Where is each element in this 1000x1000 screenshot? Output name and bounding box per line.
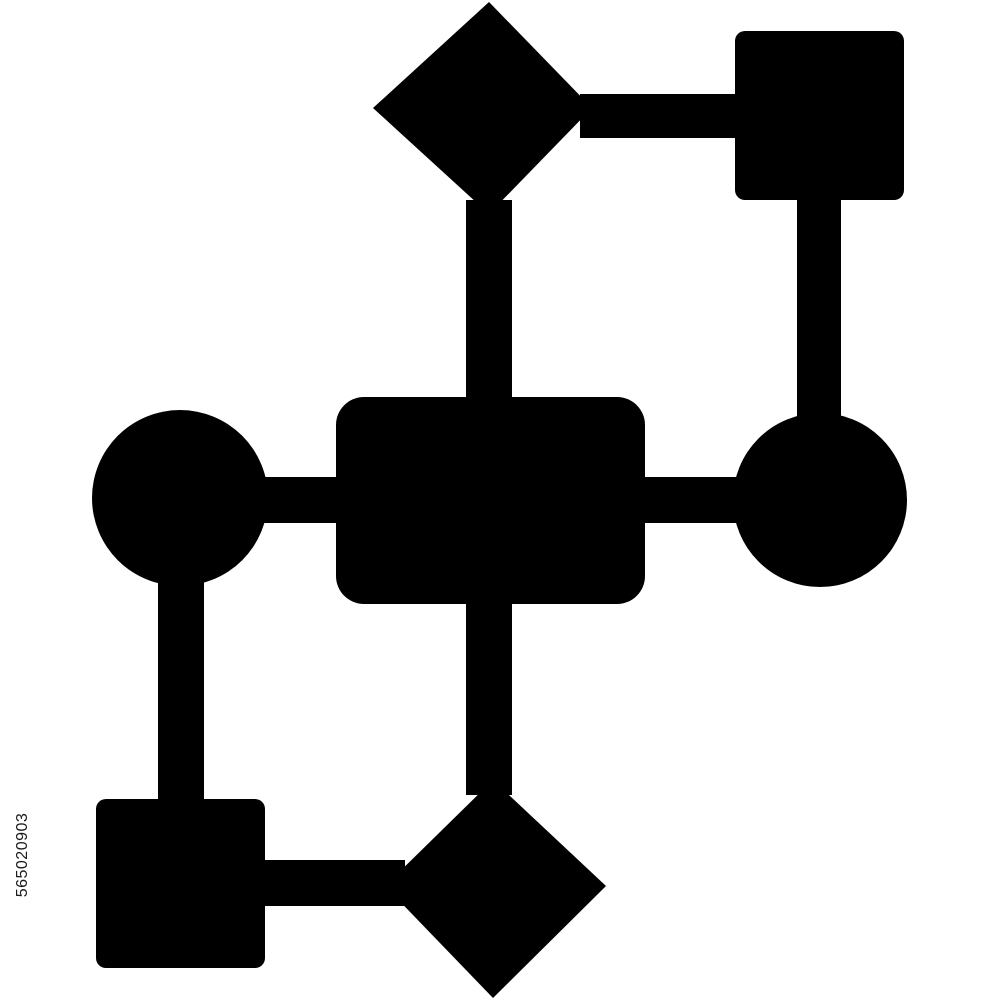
- connector-top: [580, 94, 745, 138]
- icon-shapes: [92, 2, 907, 998]
- square-top-right: [735, 31, 904, 200]
- diamond-bottom: [385, 780, 606, 998]
- connector-left-horizontal: [255, 477, 345, 523]
- connector-right-vertical: [797, 190, 841, 430]
- connector-top-diamond-down: [466, 200, 512, 410]
- diamond-top: [373, 2, 592, 214]
- stock-id-text: 565020903: [14, 812, 31, 898]
- process-box-center: [336, 397, 645, 604]
- stock-id-label: 565020903: [8, 760, 38, 950]
- connector-center-down: [466, 595, 512, 795]
- circle-left: [92, 410, 268, 586]
- circle-right: [733, 413, 907, 587]
- connector-left-vertical: [158, 570, 204, 810]
- connector-right-horizontal: [636, 477, 746, 523]
- square-bottom-left: [96, 799, 265, 968]
- connector-bottom: [255, 860, 405, 906]
